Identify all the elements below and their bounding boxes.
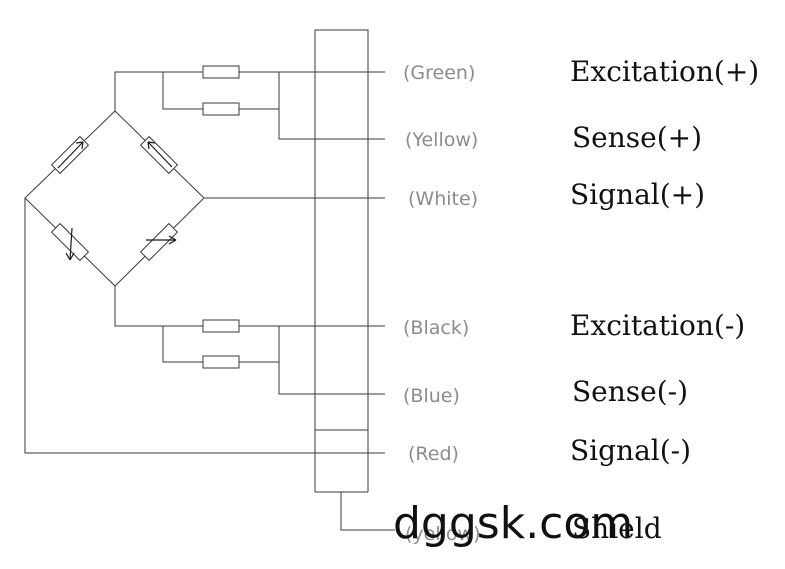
bridge-resistor-top-right [139, 135, 179, 175]
function-label-excitation-negative: Excitation(-) [570, 309, 745, 342]
compensation-resistor-2 [202, 102, 240, 116]
terminal-block [314, 29, 369, 493]
function-label-excitation-positive: Excitation(+) [570, 55, 759, 88]
bridge-diamond [24, 110, 205, 287]
excitation-negative-network [114, 286, 385, 395]
compensation-resistor-3 [202, 319, 240, 333]
bridge-resistor-top-left [50, 135, 90, 175]
color-label-white: (White) [408, 188, 478, 210]
watermark: dggsk.com [393, 498, 633, 549]
signal-negative-wire [24, 198, 385, 454]
color-label-yellow: (Yellow) [405, 129, 478, 151]
excitation-positive-network [114, 65, 385, 140]
color-label-black: (Black) [403, 317, 469, 339]
color-label-green: (Green) [403, 62, 475, 84]
compensation-resistor-1 [202, 65, 240, 79]
wheatstone-bridge [24, 110, 205, 287]
function-label-shield: Shield [572, 512, 662, 545]
function-label-signal-negative: Signal(-) [570, 434, 691, 467]
function-label-sense-negative: Sense(-) [572, 375, 688, 408]
function-label-signal-positive: Signal(+) [570, 178, 705, 211]
color-label-shield: (yellow) [405, 523, 480, 545]
shield-wire [340, 492, 395, 531]
function-label-sense-positive: Sense(+) [572, 121, 702, 154]
bridge-resistor-bottom-left [50, 222, 90, 262]
bridge-resistor-bottom-right [139, 222, 179, 262]
compensation-resistor-4 [202, 355, 240, 369]
color-label-blue: (Blue) [403, 385, 460, 407]
color-label-red: (Red) [408, 443, 459, 465]
